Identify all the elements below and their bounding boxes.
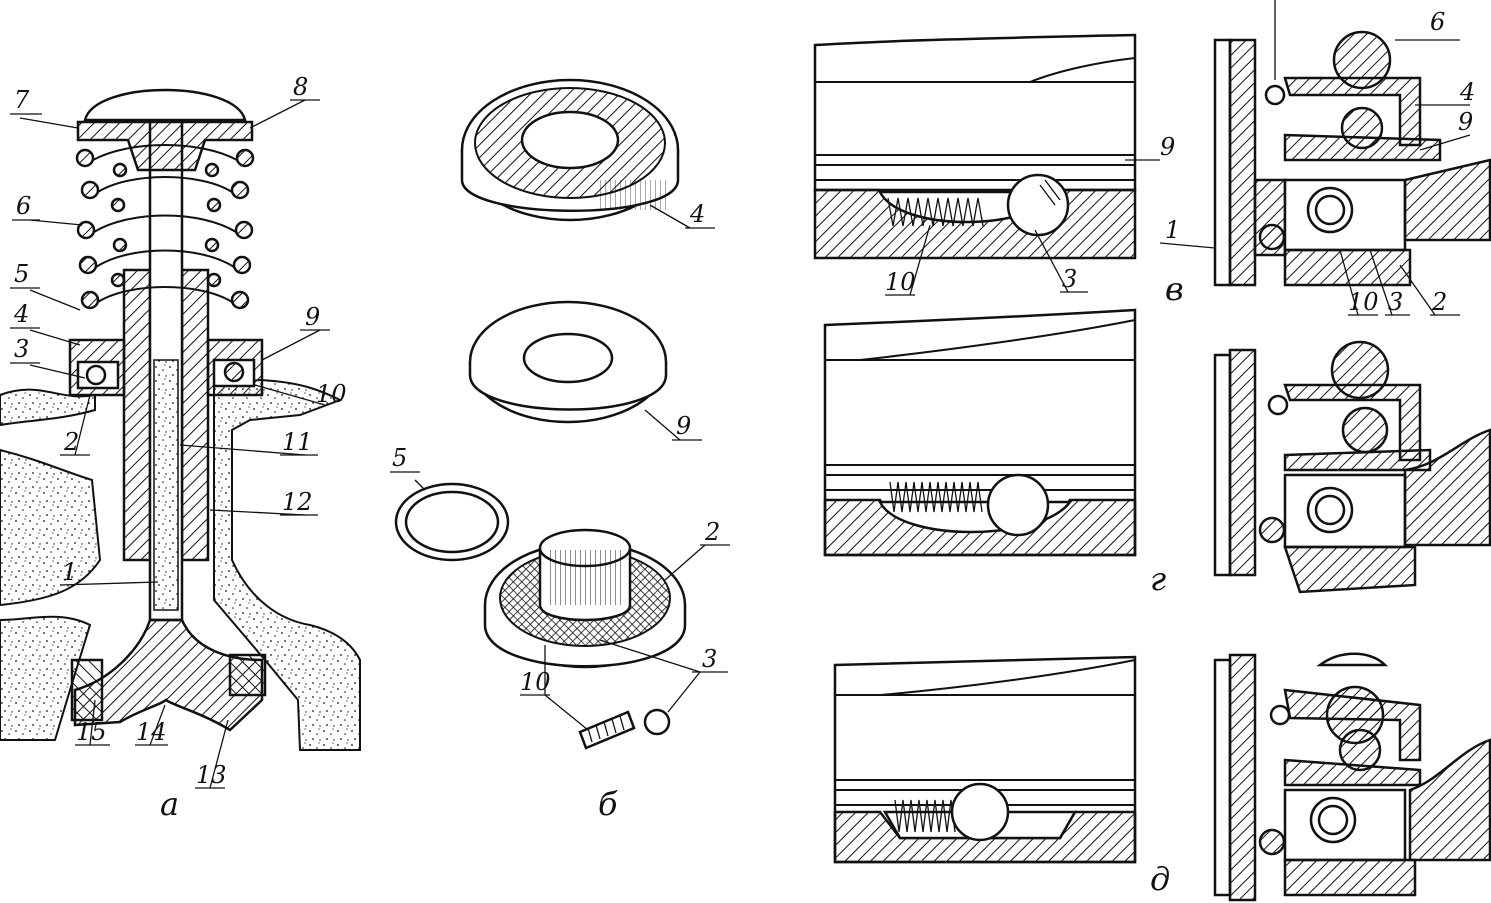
- label-a-9: 9: [305, 303, 320, 331]
- label-a-4: 4: [13, 300, 29, 328]
- valve-spring-coils: [75, 144, 255, 310]
- panel-d-detail-section: [1213, 652, 1491, 902]
- panel-v-mechanism: 9 10 3 в: [813, 33, 1184, 308]
- label-vd-2: 2: [1431, 288, 1447, 316]
- label-a-15: 15: [76, 718, 107, 746]
- label-a-6: 6: [16, 192, 31, 220]
- panel-v-detail-section: 6 4 9 1 10 3 2: [1159, 0, 1491, 316]
- label-a-14: 14: [136, 718, 167, 746]
- panel-b-exploded-parts: 4 9 5 2 3 10 б: [390, 78, 730, 823]
- panel-d-mechanism: д: [833, 655, 1170, 898]
- label-vd-10: 10: [1348, 288, 1379, 316]
- label-b-10: 10: [520, 668, 551, 696]
- label-b-4: 4: [689, 200, 705, 228]
- panel-a-valve-section: 7 8 6 5 4 3 2 9 10 11 12 1 15 14 13 а: [0, 73, 361, 823]
- label-a-12: 12: [282, 488, 313, 516]
- panel-g-detail-section: [1213, 340, 1491, 594]
- label-vd-4: 4: [1459, 78, 1475, 106]
- caption-g: г: [1150, 560, 1166, 598]
- label-b-9: 9: [676, 412, 691, 440]
- label-vd-3: 3: [1388, 288, 1403, 316]
- label-b-3: 3: [702, 645, 717, 673]
- label-a-13: 13: [196, 761, 227, 789]
- label-a-10: 10: [316, 380, 347, 408]
- label-a-3: 3: [14, 335, 29, 363]
- label-a-11: 11: [282, 428, 313, 456]
- caption-v: в: [1165, 270, 1184, 308]
- label-vd-9: 9: [1458, 108, 1473, 136]
- spring-v: [887, 197, 984, 227]
- label-b-5: 5: [392, 444, 407, 472]
- label-v-3: 3: [1062, 265, 1077, 293]
- panel-g-mechanism: г: [823, 308, 1166, 598]
- caption-b: б: [598, 785, 618, 823]
- label-a-1: 1: [62, 558, 77, 586]
- label-a-2: 2: [63, 428, 79, 456]
- spring-part-10: [578, 710, 636, 750]
- caption-a: а: [160, 785, 179, 823]
- label-v-10: 10: [885, 268, 916, 296]
- label-v-9: 9: [1160, 133, 1175, 161]
- label-b-2: 2: [704, 518, 720, 546]
- label-vd-1: 1: [1165, 216, 1180, 244]
- caption-d: д: [1150, 860, 1170, 898]
- label-vd-6: 6: [1430, 8, 1445, 36]
- label-a-5: 5: [14, 260, 29, 288]
- label-a-8: 8: [293, 73, 308, 101]
- label-a-7: 7: [14, 86, 30, 114]
